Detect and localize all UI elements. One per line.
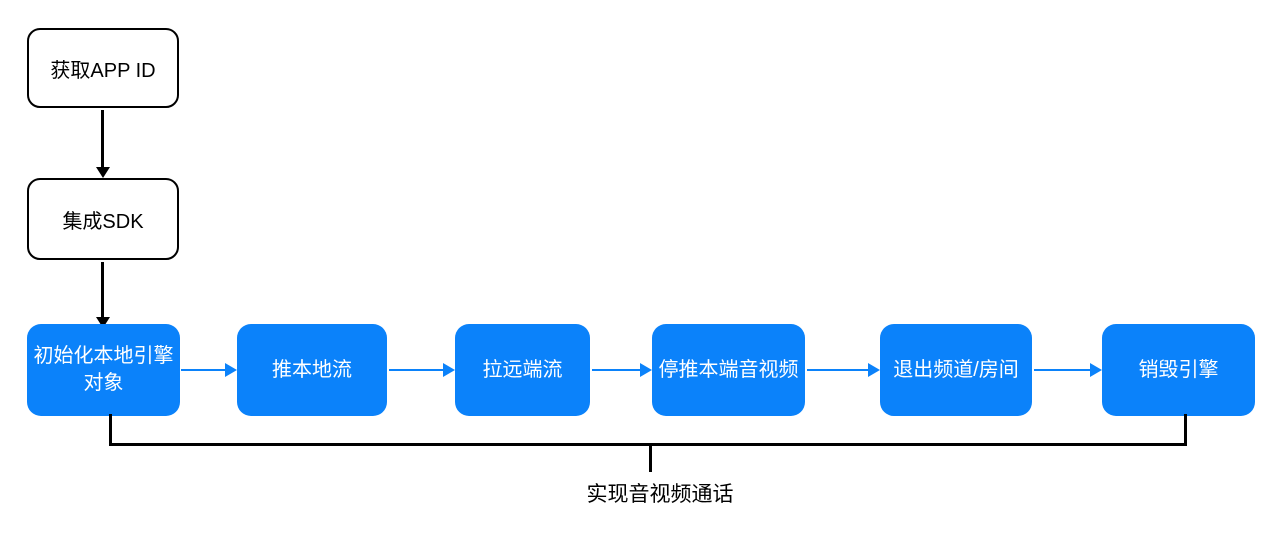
down-arrow-2-line — [101, 262, 104, 318]
node-destroy-engine-label: 销毁引擎 — [1138, 358, 1219, 381]
flow-arrow-2-line — [389, 369, 444, 371]
node-pull-remote-stream-label: 拉远端流 — [482, 358, 563, 381]
node-leave-channel-room-label: 退出频道/房间 — [893, 358, 1019, 381]
bracket-right-stem — [1184, 414, 1187, 446]
bracket-label: 实现音视频通话 — [586, 483, 734, 506]
bracket-center-stem — [649, 446, 652, 472]
arrow-right-icon — [868, 363, 880, 377]
arrow-down-icon — [96, 167, 110, 178]
node-stop-push-av: 停推本端音视频 — [652, 324, 805, 416]
node-push-local-stream: 推本地流 — [237, 324, 387, 416]
arrow-right-icon — [443, 363, 455, 377]
node-leave-channel-room: 退出频道/房间 — [880, 324, 1032, 416]
bracket-bottom-line — [109, 443, 1187, 446]
node-integrate-sdk: 集成SDK — [27, 178, 179, 260]
flow-arrow-5-line — [1034, 369, 1091, 371]
node-destroy-engine: 销毁引擎 — [1102, 324, 1255, 416]
node-push-local-stream-label: 推本地流 — [272, 358, 352, 381]
flow-arrow-3-line — [592, 369, 641, 371]
node-get-app-id: 获取APP ID — [27, 28, 179, 108]
node-init-local-engine-label: 初始化本地引擎对象 — [33, 345, 174, 394]
node-init-local-engine: 初始化本地引擎对象 — [27, 324, 180, 416]
arrow-right-icon — [225, 363, 237, 377]
arrow-down-icon — [96, 317, 110, 328]
node-stop-push-av-label: 停推本端音视频 — [658, 358, 799, 381]
node-pull-remote-stream: 拉远端流 — [455, 324, 590, 416]
down-arrow-1-line — [101, 110, 104, 168]
node-get-app-id-label: 获取APP ID — [50, 59, 156, 82]
flow-arrow-1-line — [181, 369, 227, 371]
node-integrate-sdk-label: 集成SDK — [62, 210, 144, 233]
bracket-left-stem — [109, 414, 112, 446]
arrow-right-icon — [640, 363, 652, 377]
flow-arrow-4-line — [807, 369, 869, 371]
arrow-right-icon — [1090, 363, 1102, 377]
